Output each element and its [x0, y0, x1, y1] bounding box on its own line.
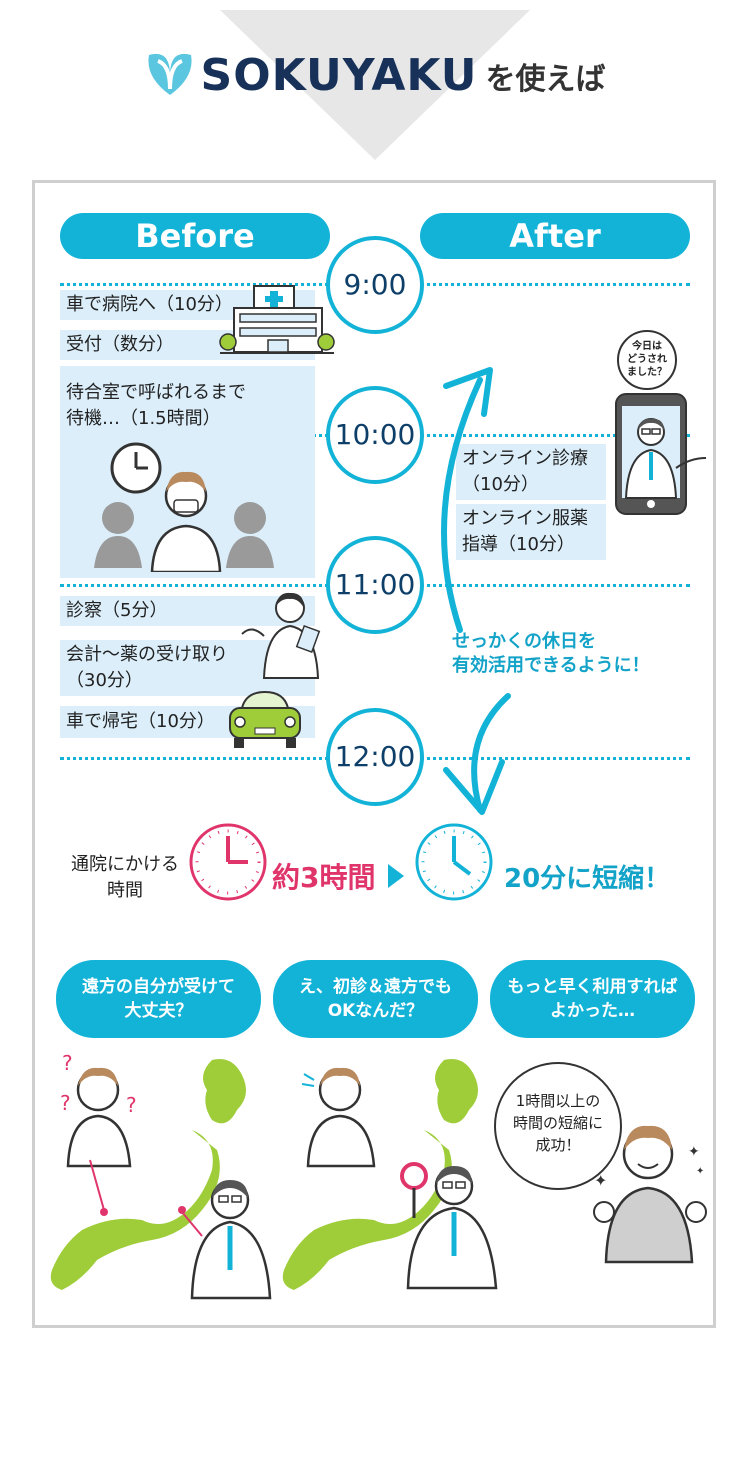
step-online-medication-guidance: オンライン服薬 指導（10分）: [456, 504, 606, 560]
svg-text:?: ?: [126, 1093, 137, 1117]
smartphone-doctor-illustration: [615, 393, 707, 515]
svg-text:✦: ✦: [688, 1144, 700, 1160]
success-line3: 成功！: [535, 1136, 581, 1154]
step-payment-line1: 会計〜薬の受け取り: [66, 644, 228, 665]
happy-person-illustration: ✦ ✦ ✦: [593, 1125, 707, 1264]
online-consult-line1: オンライン診療: [462, 448, 588, 469]
step-payment-line2: （30分）: [66, 670, 143, 691]
holiday-line1: せっかくの休日を: [452, 631, 596, 652]
svg-text:✦: ✦: [594, 1171, 607, 1190]
header-arrow: [220, 10, 530, 160]
play-arrow-icon: [388, 864, 404, 888]
voice1-line1: 遠方の自分が受けて: [82, 977, 235, 997]
step-waiting-line2: 待機…（1.5時間）: [66, 408, 221, 429]
holiday-message: せっかくの休日を 有効活用できるように！: [452, 630, 650, 678]
online-consult-line2: （10分）: [462, 474, 539, 495]
voice-bubble-2: え、初診＆遠方でも OKなんだ？: [273, 960, 478, 1038]
doctor-bubble-line1: 今日は: [632, 341, 662, 352]
voice2-line1: え、初診＆遠方でも: [299, 977, 452, 997]
step-examination: 診察（5分）: [60, 596, 315, 626]
before-time-total: 約3時間: [272, 861, 376, 894]
voice3-line1: もっと早く利用すれば: [507, 977, 678, 997]
voice-bubble-1: 遠方の自分が受けて 大丈夫？: [56, 960, 261, 1038]
voice3-line2: よかった…: [550, 1001, 635, 1021]
sokuyaku-logo-icon: [145, 51, 195, 101]
commute-time-label: 通院にかける 時間: [60, 852, 190, 904]
doctor-speech-bubble: 今日は どうされ ました？: [617, 330, 677, 390]
voice1-line2: 大丈夫？: [124, 1001, 193, 1021]
success-speech-bubble: 1時間以上の 時間の短縮に 成功！: [494, 1062, 622, 1190]
hospital-icon: [219, 285, 335, 354]
japan-map-illustration-2: [282, 1059, 498, 1290]
voice-bubble-3: もっと早く利用すれば よかった…: [490, 960, 695, 1038]
waiting-room-illustration: [94, 442, 274, 572]
japan-map-illustration-1: ? ? ?: [50, 1051, 272, 1300]
brand-name: SOKUYAKU: [200, 50, 478, 101]
svg-text:?: ?: [62, 1051, 73, 1075]
holiday-line2: 有効活用できるように！: [452, 655, 650, 676]
online-guidance-line1: オンライン服薬: [462, 508, 588, 529]
doctor-bubble-line3: ました？: [627, 367, 667, 378]
step-online-consultation: オンライン診療 （10分）: [456, 444, 606, 500]
pharmacist-illustration: [241, 592, 321, 679]
after-time-total: 20分に短縮！: [504, 864, 671, 894]
success-line2: 時間の短縮に: [512, 1114, 603, 1132]
doctor-bubble-line2: どうされ: [627, 354, 667, 365]
car-icon: [229, 690, 301, 748]
time-saved-arrows: [441, 367, 511, 815]
before-pill: Before: [60, 213, 330, 259]
clock-3-hours-icon: [189, 823, 267, 901]
brand-suffix: を使えば: [485, 61, 606, 97]
commute-label-line1: 通院にかける: [71, 854, 179, 875]
voice2-line2: OKなんだ？: [327, 1001, 424, 1021]
time-circle-1000: 10:00: [326, 386, 424, 484]
clock-20-minutes-icon: [415, 823, 493, 901]
online-guidance-line2: 指導（10分）: [462, 534, 575, 555]
svg-text:?: ?: [60, 1091, 71, 1115]
time-circle-900: 9:00: [326, 236, 424, 334]
time-circle-1200: 12:00: [326, 708, 424, 806]
after-pill: After: [420, 213, 690, 259]
commute-label-line2: 時間: [107, 880, 143, 901]
success-line1: 1時間以上の: [515, 1092, 601, 1110]
step-waiting-line1: 待合室で呼ばれるまで: [66, 382, 246, 403]
svg-text:✦: ✦: [696, 1166, 704, 1177]
time-circle-1100: 11:00: [326, 536, 424, 634]
